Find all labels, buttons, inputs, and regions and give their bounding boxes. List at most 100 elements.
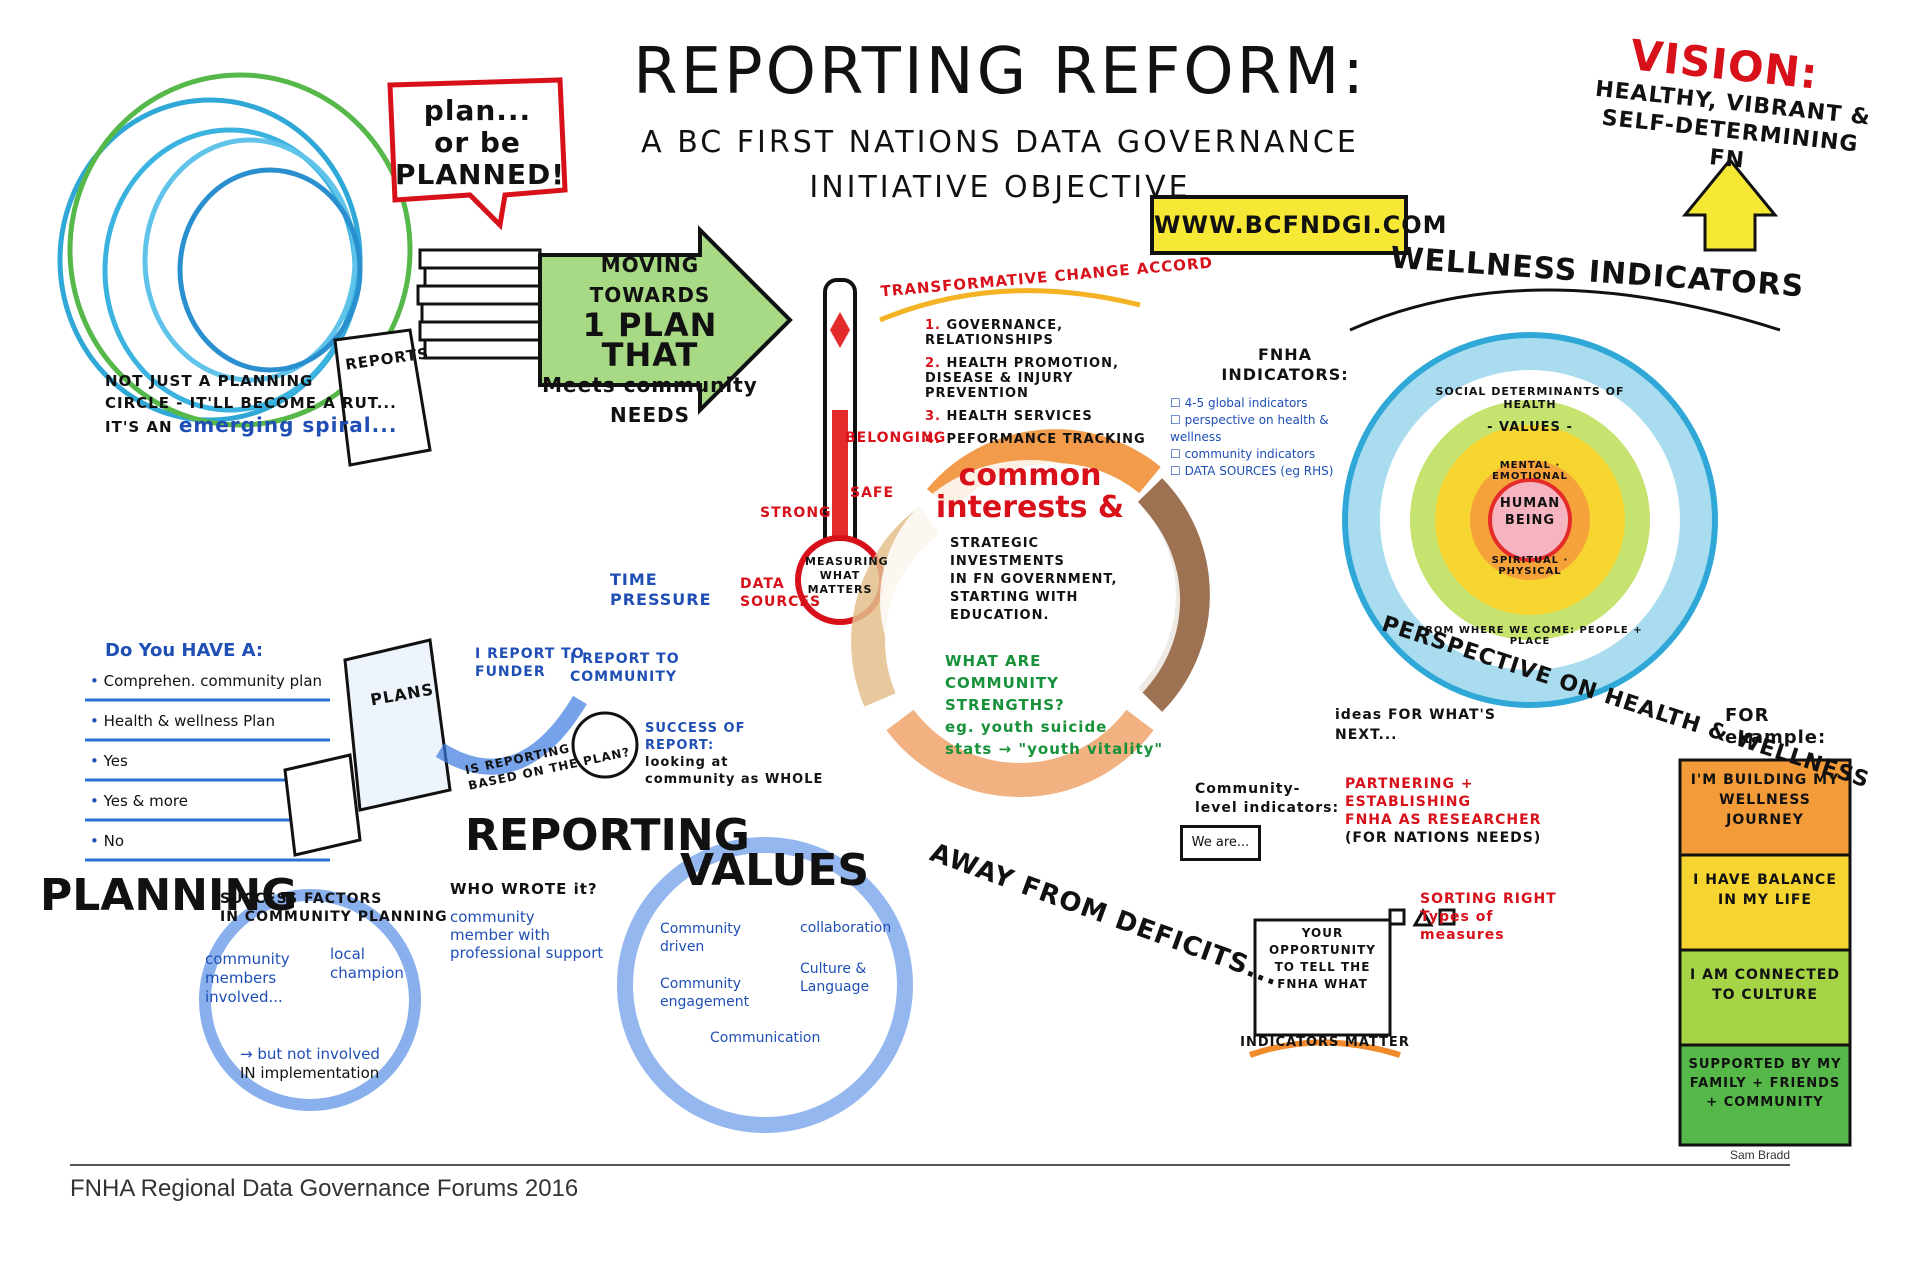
label-strong: STRONG [760, 505, 832, 521]
ring-mental: MENTAL · EMOTIONAL [1492, 460, 1568, 482]
factors-line2: IN COMMUNITY PLANNING [220, 909, 448, 925]
example-item-4: SUPPORTED BY MY FAMILY + FRIENDS + COMMU… [1688, 1057, 1842, 1110]
label-data-sources: DATA SOURCES [740, 576, 822, 610]
examples-label: FOR example: [1725, 705, 1826, 749]
members-line3: involved... [205, 988, 283, 1006]
community-level-line1: Community- [1195, 781, 1301, 797]
who-answer1: community [450, 908, 535, 926]
question-lines [85, 698, 330, 862]
common-line1: common [958, 458, 1102, 493]
community-members: community members involved... [205, 950, 290, 1007]
question-item: • Comprehen. community plan [90, 672, 323, 690]
strengths-q4: stats → "youth vitality" [945, 740, 1164, 758]
accord-item: 3. HEALTH SERVICES [925, 409, 1093, 424]
ring-spiritual: SPIRITUAL · PHYSICAL [1491, 555, 1569, 577]
spiral-drawing [57, 72, 413, 428]
arrow-banner-line3: Meets community [542, 373, 758, 397]
value-item: collaboration [800, 920, 892, 936]
common-interests-heading: common interests & [920, 460, 1140, 524]
plans-book-drawing [343, 638, 452, 812]
footer-caption: FNHA Regional Data Governance Forums 201… [70, 1175, 579, 1202]
success-line2: REPORT: [645, 738, 715, 753]
who-answer2: member with [450, 926, 550, 944]
planning-circle [199, 889, 421, 1111]
value-item: Community driven [660, 921, 742, 955]
ring-social: SOCIAL DETERMINANTS of HEALTH [1435, 385, 1625, 411]
reporting-title: REPORTING [465, 810, 750, 861]
website-link[interactable]: WWW.BCFNDGI.COM [1150, 195, 1447, 255]
sorting-line3: measures [1420, 927, 1505, 943]
success-factors: SUCCESS FACTORS IN COMMUNITY PLANNING [220, 890, 448, 926]
common-body3: STARTING with EDUCATION. [950, 590, 1079, 623]
common-body1: STRATEGIC INVESTMENTS [950, 536, 1065, 569]
opportunity-text: YOUR OPPORTUNITY TO TELL THE FNHA WHAT [1255, 925, 1390, 993]
fnha-item: ☐ 4-5 global indicators [1170, 396, 1308, 410]
champion-line1: local [330, 945, 365, 963]
report-to-community: I REPORT to COMMUNITY [570, 650, 680, 686]
strengths-q2: COMMUNITY STRENGTHS? [945, 674, 1065, 714]
community-line2: COMMUNITY [570, 669, 678, 685]
strengths-q1: WHAT ARE [945, 652, 1042, 670]
spiral-note-line2: CIRCLE - it'll BECOME A Rut... [105, 394, 397, 412]
questions-title: Do You HAVE A: [105, 640, 264, 661]
question-item: • Health & wellness Plan [90, 712, 276, 730]
report-to-funder: I REPORT TO FUNDER [475, 645, 585, 681]
report-chart-drawing [283, 753, 362, 857]
partnering: PARTNERING + ESTABLISHING FNHA AS RESEAR… [1345, 775, 1541, 847]
success-ribbon [571, 711, 639, 779]
questions-list: • Comprehen. community plan • Health & w… [90, 672, 350, 872]
opp-line1: YOUR [1301, 926, 1344, 940]
ideas-line1: ideas FOR WHAT'S [1335, 707, 1496, 723]
plan-speech-bubble [387, 77, 568, 231]
example-item-3: I AM CONNECTED TO CULTURE [1690, 967, 1840, 1003]
accord-list: 1. GOVERNANCE, RELATIONSHIPS 2. HEALTH P… [925, 318, 1165, 447]
example-item-1: I'M BUILDING MY WELLNESS JOURNEY [1690, 772, 1840, 828]
plan-bubble-line2: or be [434, 126, 521, 159]
example-item-2: I HAVE BALANCE IN MY LIFE [1693, 872, 1837, 908]
ring-center: HUMAN BEING [1495, 495, 1565, 529]
example-boxes-drawing [1678, 758, 1852, 1147]
thermometer-bulb-text: MEASURING WHAT MATTERS [805, 555, 889, 596]
reporting-arc [435, 695, 587, 775]
arrow-banner-line2: 1 PLAN THAT [582, 306, 718, 374]
question-item: • Yes [90, 752, 128, 770]
label-belonging: BELONGING [845, 430, 947, 446]
value-item: Culture & Language [800, 961, 870, 995]
opportunity-arc [1248, 1039, 1401, 1058]
partner-line3: FNHA AS RESEARCHER [1345, 812, 1542, 828]
vision-arrow [1681, 157, 1779, 252]
value-item: Communication [710, 1030, 821, 1046]
values-title: VALUES [680, 845, 870, 896]
partner-line1: PARTNERING + [1345, 776, 1474, 792]
green-arrow-banner [538, 225, 793, 415]
ring-center2: BEING [1504, 513, 1556, 528]
fnha-item: ☐ DATA SOURCES (eg RHS) [1170, 464, 1334, 478]
fnha-item: ☐ perspective on health & wellness [1170, 413, 1329, 444]
community-line1: I REPORT to [570, 651, 680, 667]
page-title: REPORTING REFORM: [633, 35, 1367, 109]
examples-label2: example: [1725, 727, 1827, 748]
factors-line1: SUCCESS FACTORS [220, 891, 383, 907]
arrow-banner-line4: NEEDS [609, 403, 691, 427]
planning-title: PLANNING [40, 870, 298, 921]
spiral-note: NOT JUST A PLANNING CIRCLE - it'll BECOM… [105, 370, 405, 438]
common-line2: interests & [935, 490, 1125, 525]
ring-values: - VALUES - [1487, 420, 1573, 435]
wellness-arc [1349, 288, 1781, 332]
who-answer: community member with professional suppo… [450, 908, 603, 962]
pressure-line: PRESSURE [610, 590, 712, 609]
accord-item: 2. HEALTH PROMOTION, DISEASE & INJURY PR… [925, 356, 1119, 401]
wellness-rings-drawing [1342, 332, 1718, 708]
question-item: • Yes & more [90, 792, 188, 810]
page-subtitle-line2: INITIATIVE OBJECTIVE [809, 170, 1191, 205]
spiral-note-line1: NOT JUST A PLANNING [105, 372, 314, 390]
community-level-line2: level indicators: [1195, 800, 1340, 816]
time-line: TIME [610, 570, 658, 589]
success-line3: looking at [645, 755, 729, 770]
question-item: • No [90, 832, 125, 850]
arrow-banner-line1: MOVING TOWARDS [589, 253, 711, 307]
fnha-item: ☐ community indicators [1170, 447, 1316, 461]
opp-line2: OPPORTUNITY [1268, 943, 1376, 957]
partner-line4: (FOR NATIONS NEEDS) [1345, 830, 1542, 846]
